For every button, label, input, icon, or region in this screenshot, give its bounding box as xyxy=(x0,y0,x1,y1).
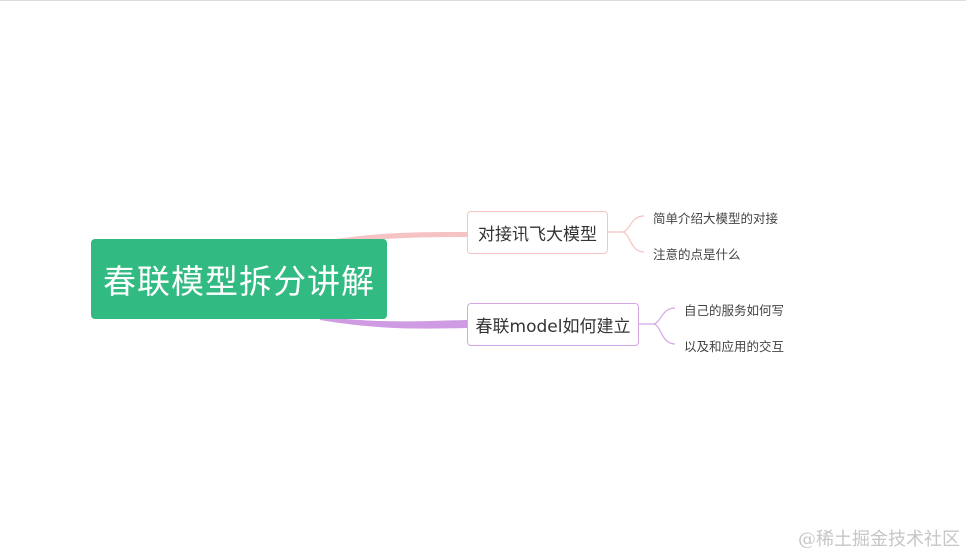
top-border xyxy=(0,0,966,1)
branch-node-1[interactable]: 对接讯飞大模型 xyxy=(467,211,608,254)
leaf-node[interactable]: 自己的服务如何写 xyxy=(684,303,785,318)
connector-root-branch-1 xyxy=(330,232,467,244)
branch-node-label: 春联model如何建立 xyxy=(475,317,631,337)
root-node-label: 春联模型拆分讲解 xyxy=(103,262,375,301)
connector-branch-1-leaves xyxy=(608,215,645,253)
connector-root-branch-2 xyxy=(320,316,467,329)
leaf-node[interactable]: 简单介绍大模型的对接 xyxy=(653,211,779,226)
leaf-node[interactable]: 注意的点是什么 xyxy=(653,247,741,262)
branch-node-2[interactable]: 春联model如何建立 xyxy=(467,303,639,346)
branch-node-label: 对接讯飞大模型 xyxy=(478,225,597,245)
leaf-node[interactable]: 以及和应用的交互 xyxy=(684,339,785,354)
connector-branch-2-leaves xyxy=(639,307,676,345)
watermark: @稀土掘金技术社区 xyxy=(798,529,960,550)
root-node[interactable]: 春联模型拆分讲解 xyxy=(91,239,387,319)
